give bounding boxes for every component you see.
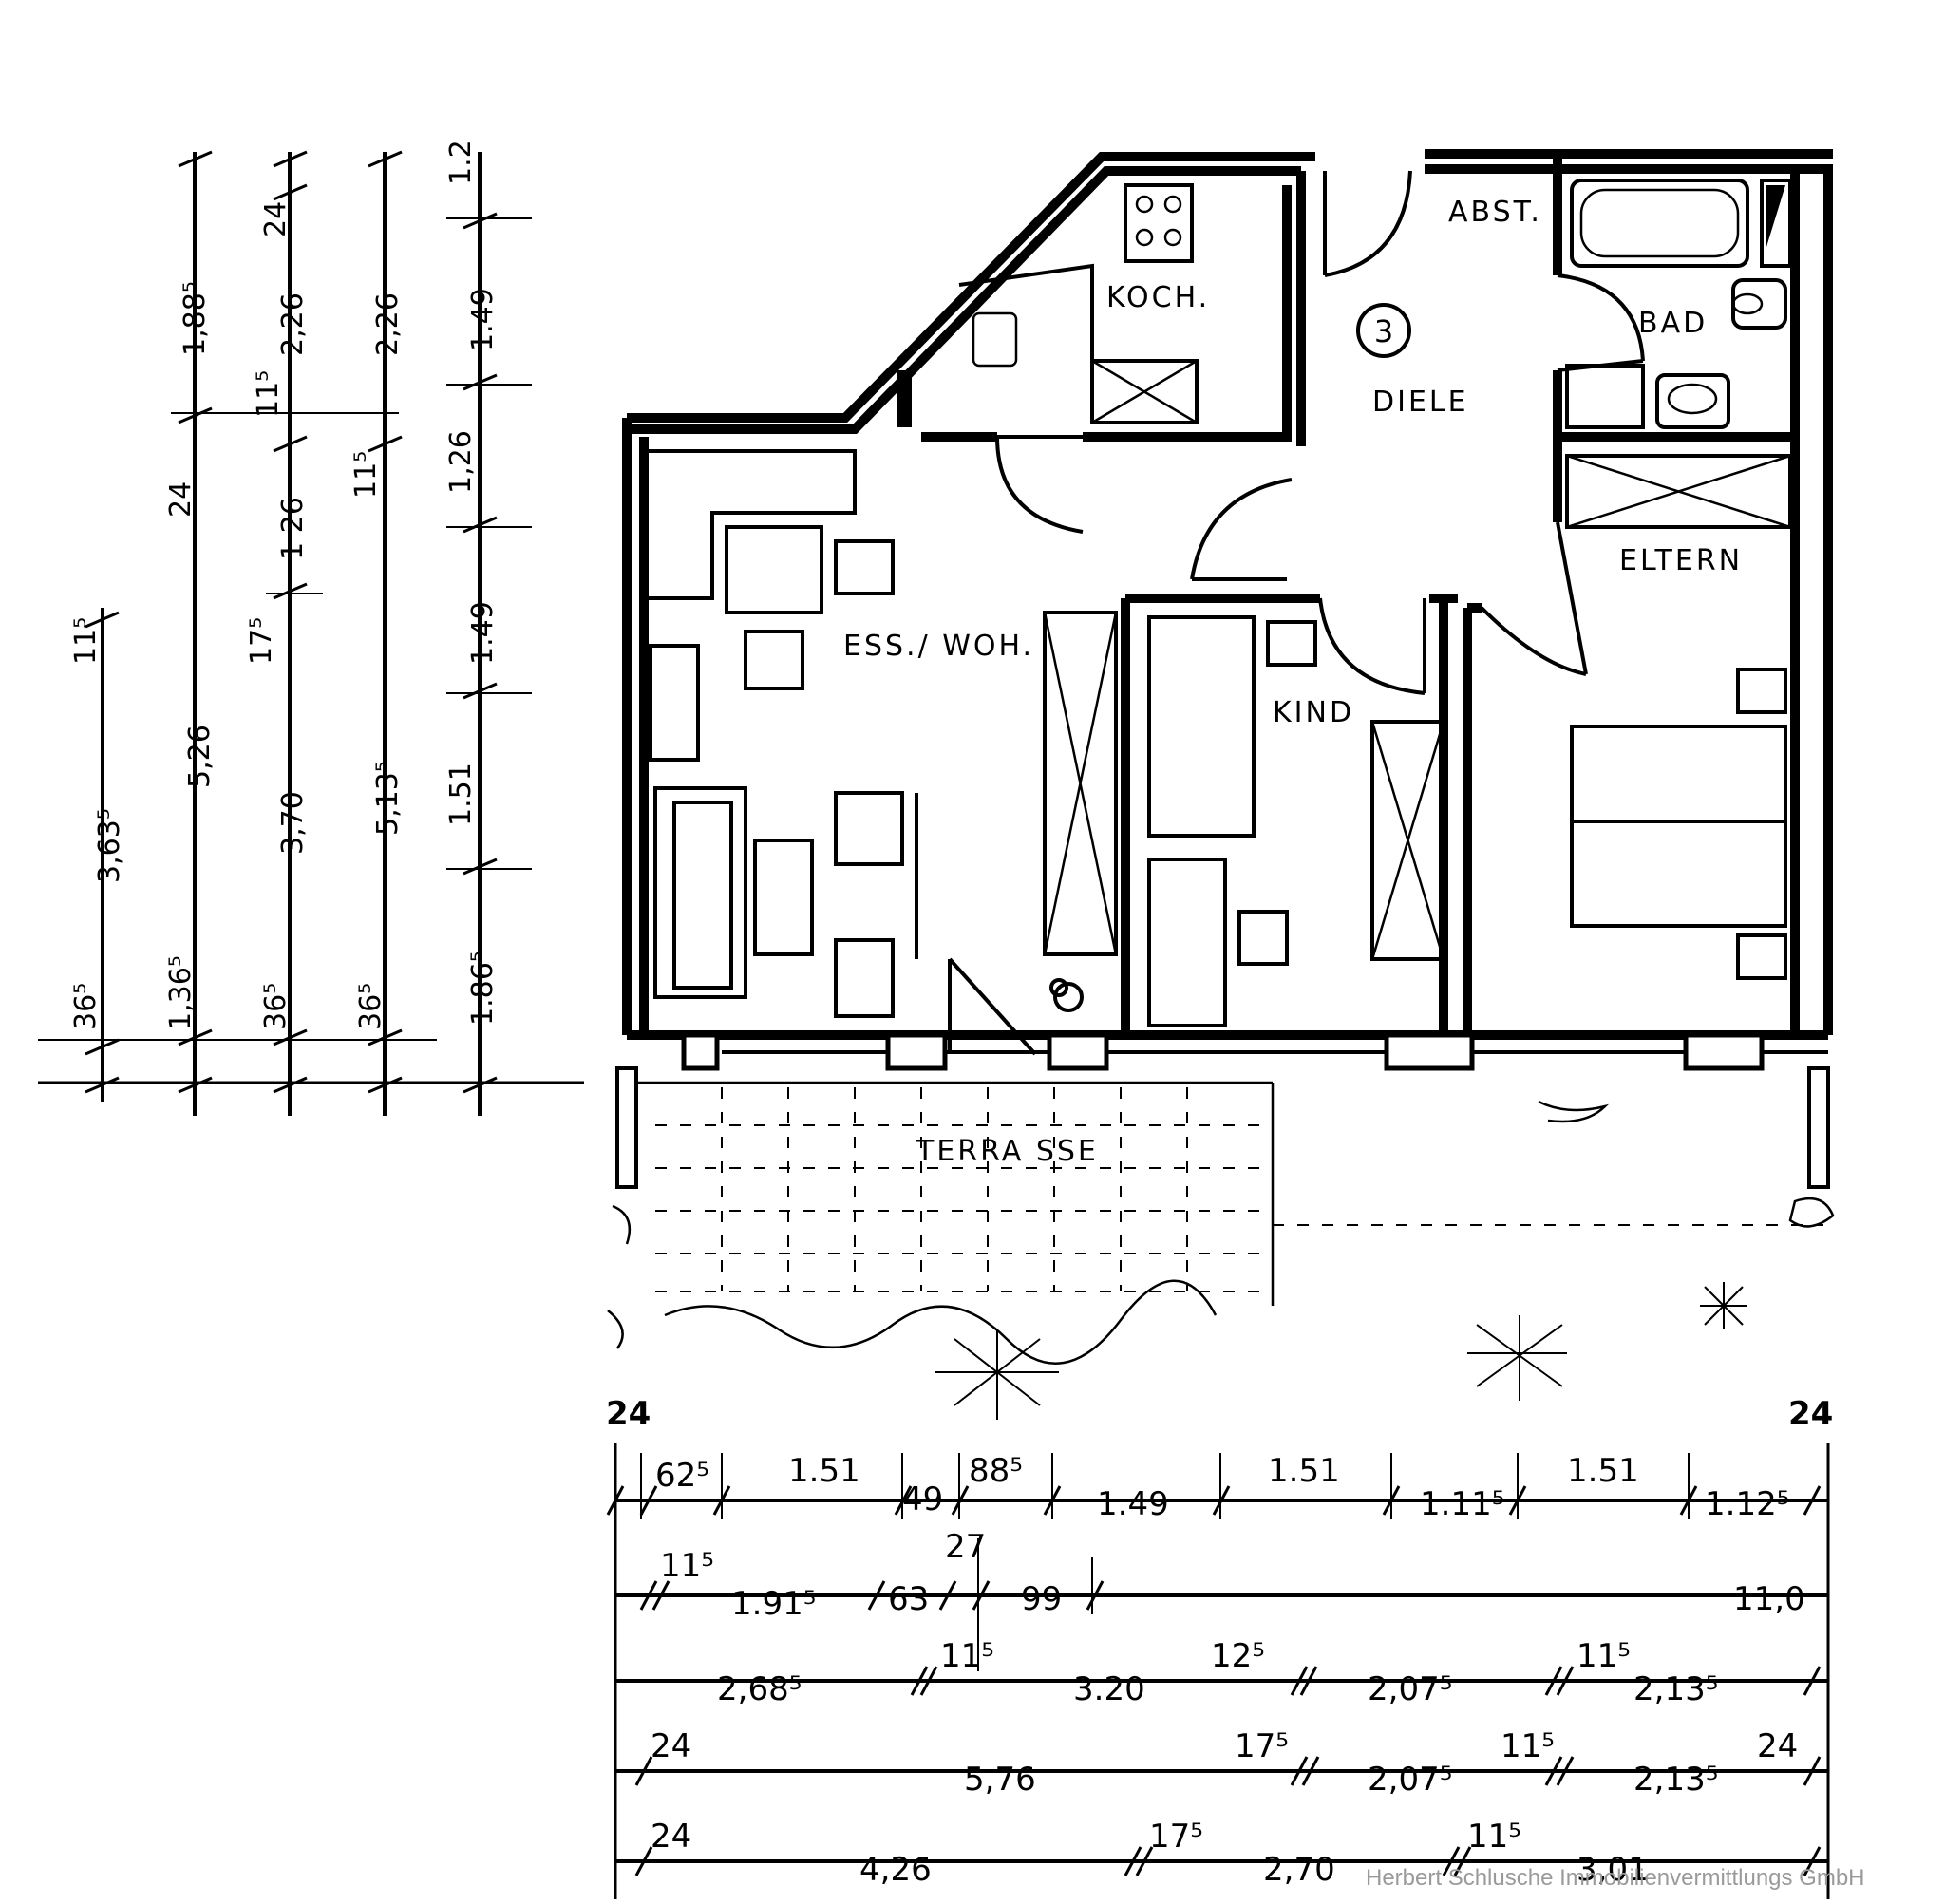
wohnen-furniture	[646, 449, 1118, 1018]
vdim-label: 36⁵	[259, 983, 293, 1030]
dim-label: 1.91⁵	[731, 1585, 816, 1623]
vdim-label: 1.51	[444, 763, 478, 826]
left-dimension-lines	[38, 150, 584, 1116]
dim-end-left: 24	[606, 1395, 651, 1433]
dim-label: 2,70	[1263, 1851, 1335, 1889]
eltern-furniture	[1565, 454, 1792, 980]
bottom-dimension-labels: 24 24 62⁵ 1.51 49 88⁵ 1.49 1.51 1.11⁵ 1.…	[606, 1395, 1833, 1889]
outer-walls	[622, 149, 1833, 1071]
vdim-label: 24	[259, 201, 293, 237]
room-label-eltern: ELTERN	[1619, 544, 1743, 577]
dim-label: 2,13⁵	[1633, 1670, 1718, 1708]
dim-label: 49	[902, 1480, 943, 1518]
room-label-abst: ABST.	[1448, 196, 1542, 229]
dim-label: 1.51	[1268, 1452, 1340, 1490]
vdim-label: 1,88⁵	[179, 281, 212, 356]
dim-label: 11⁵	[940, 1637, 994, 1675]
vdim-label: 11⁵	[69, 617, 103, 665]
room-label-koch: KOCH.	[1106, 281, 1210, 314]
vdim-label: 1 26	[276, 497, 310, 560]
room-label-ess-woh: ESS./ WOH.	[843, 630, 1034, 663]
dim-label: 1.11⁵	[1420, 1485, 1504, 1523]
dim-label: 99	[1021, 1580, 1062, 1618]
vdim-label: 5,26	[183, 725, 217, 788]
dim-label: 2,13⁵	[1633, 1761, 1718, 1799]
left-dimension-labels: 11⁵ 3,63⁵ 36⁵ 1,88⁵ 24 5,26 1,36⁵ 24 2,2…	[69, 140, 500, 1030]
vdim-label: 1.49	[466, 601, 500, 665]
dim-label: 27	[945, 1528, 986, 1566]
dim-label: 11⁵	[1577, 1637, 1631, 1675]
doors	[948, 170, 1645, 1056]
vdim-label: 36⁵	[354, 983, 387, 1030]
unit-number-circle	[1356, 303, 1411, 358]
bathroom-fixtures	[1565, 179, 1792, 429]
vdim-label: 2,26	[371, 292, 405, 356]
dim-label: 1.51	[788, 1452, 860, 1490]
vdim-label: 2,26	[276, 292, 310, 356]
interior-walls	[921, 157, 1800, 1035]
dim-label: 2,07⁵	[1368, 1761, 1452, 1799]
dim-label: 5,76	[964, 1761, 1036, 1799]
vdim-label: 3,63⁵	[93, 808, 126, 883]
dim-label: 11⁵	[660, 1547, 714, 1585]
dim-label: 12⁵	[1211, 1637, 1265, 1675]
dim-label: 3.20	[1073, 1670, 1145, 1708]
vdim-label: 1.49	[466, 288, 500, 351]
kitchen-fixtures	[897, 183, 1199, 427]
vdim-label: 24	[164, 481, 198, 518]
room-label-terrasse: TERRA SSE	[916, 1135, 1099, 1168]
room-label-kind: KIND	[1273, 696, 1354, 729]
vdim-label: 36⁵	[69, 983, 103, 1030]
unit-number: 3	[1374, 313, 1393, 349]
vdim-label: 3,70	[276, 791, 310, 855]
vdim-label: 1.2	[444, 140, 478, 185]
dim-label: 24	[651, 1727, 691, 1765]
room-label-bad: BAD	[1638, 307, 1708, 340]
dim-label: 3,01	[1577, 1851, 1649, 1889]
dim-label: 63	[888, 1580, 929, 1618]
terrace	[615, 1066, 1830, 1365]
vdim-label: 1.86⁵	[466, 951, 500, 1026]
vdim-label: 11⁵	[349, 451, 383, 499]
vdim-label: 1,26	[444, 430, 478, 494]
dim-label: 1.51	[1567, 1452, 1639, 1490]
room-label-diele: DIELE	[1372, 386, 1469, 419]
dim-label: 62⁵	[655, 1457, 709, 1495]
dim-label: 2,68⁵	[717, 1670, 802, 1708]
garden-plants	[607, 1100, 1835, 1420]
dim-label: 1.49	[1097, 1485, 1169, 1523]
dim-end-right: 24	[1788, 1395, 1833, 1433]
dim-label: 2,07⁵	[1368, 1670, 1452, 1708]
vdim-label: 5,13⁵	[371, 761, 405, 836]
bottom-dimension-lines	[606, 1443, 1830, 1899]
vdim-label: 17⁵	[245, 617, 278, 665]
dim-label: 11⁵	[1501, 1727, 1555, 1765]
dim-label: 24	[1757, 1727, 1798, 1765]
dim-label: 24	[651, 1818, 691, 1856]
dim-label: 17⁵	[1235, 1727, 1289, 1765]
vdim-label: 1,36⁵	[164, 955, 198, 1030]
dim-label: 11⁵	[1467, 1818, 1521, 1856]
credit-watermark: Herbert Schlusche Immobilienvermittlungs…	[1366, 1865, 1865, 1891]
dim-label: 88⁵	[969, 1452, 1023, 1490]
kind-furniture	[1147, 615, 1445, 1027]
dim-label: 11,0	[1733, 1580, 1805, 1618]
dim-label: 17⁵	[1149, 1818, 1203, 1856]
dim-label: 4,26	[859, 1851, 932, 1889]
vdim-label: 11⁵	[252, 370, 285, 418]
dim-label: 1.12⁵	[1705, 1485, 1789, 1523]
